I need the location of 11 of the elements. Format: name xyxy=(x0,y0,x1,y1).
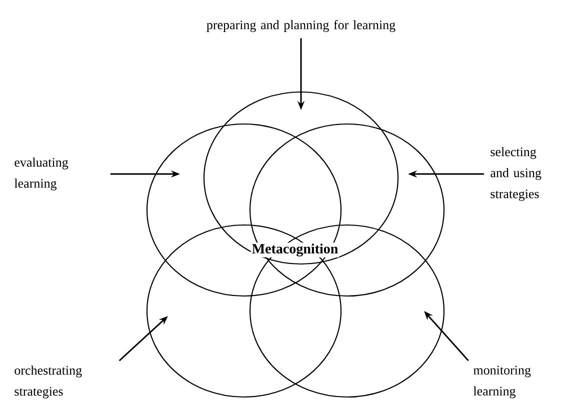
step-label: preparing and planning for learning xyxy=(206,20,396,32)
overlapping-circle xyxy=(249,123,445,297)
center-label: Metacognition xyxy=(250,242,340,258)
step-label: orchestrating strategies xyxy=(14,366,82,398)
overlapping-circle xyxy=(203,91,399,265)
overlapping-circle xyxy=(146,224,342,398)
step-label: monitoring learning xyxy=(473,366,531,398)
overlapping-circle xyxy=(249,224,445,398)
step-label: selecting and using strategies xyxy=(490,147,542,201)
overlapping-circle xyxy=(146,123,342,297)
step-label: evaluating learning xyxy=(14,158,68,190)
